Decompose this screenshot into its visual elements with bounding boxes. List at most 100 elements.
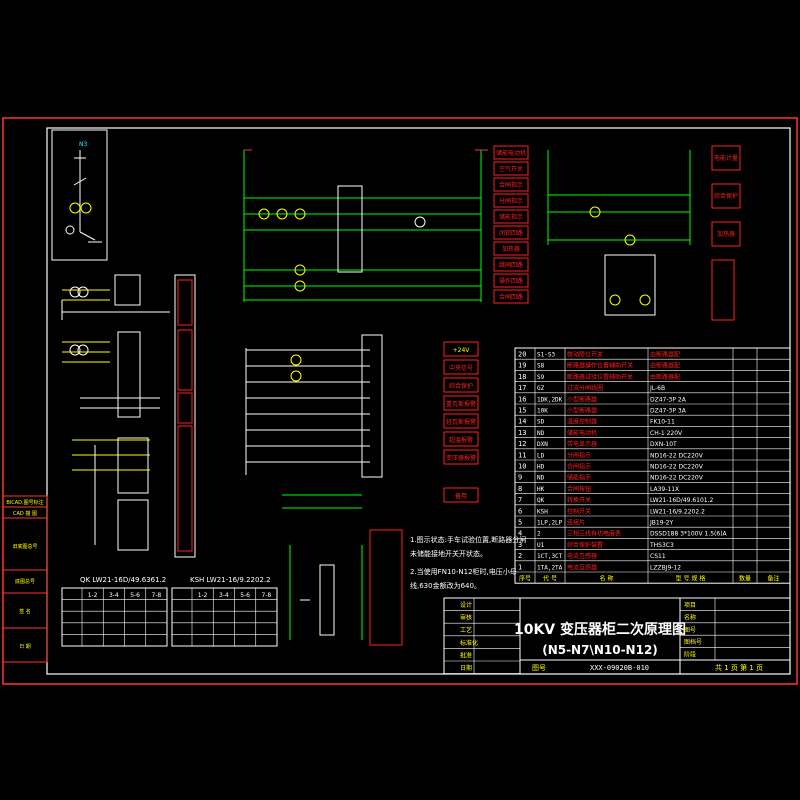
strip-label-0: BICAD,图号标注	[6, 499, 43, 506]
bom-name: 控制开关	[567, 507, 591, 515]
switch-table-col-header: 7-8	[151, 592, 161, 599]
mid-label-box	[443, 359, 479, 375]
switch-tables: QK LW21-16D/49.6361.2 KSH LW21-16/9.2202…	[61, 576, 278, 647]
bom-code: U1	[537, 542, 545, 549]
right-label-box	[493, 241, 529, 256]
primary-circuit: N3	[51, 129, 108, 261]
bom-name: 过流分闸线圈	[567, 384, 603, 392]
bom-header: 备注	[767, 575, 779, 583]
bom-seq: 1	[518, 563, 522, 571]
title-field-label: 日期	[460, 664, 472, 672]
right-label-box	[493, 273, 529, 288]
bom-code: 1LP,2LP	[537, 520, 563, 527]
right-label-text: 空气开关	[499, 165, 523, 173]
bom-name: 温度控制器	[567, 418, 597, 426]
right-label-text: 合闸回路	[499, 293, 523, 301]
bom-name: 储能电动机	[567, 429, 597, 437]
bom-code: DXN	[537, 441, 548, 448]
bom-name: 分闸指示	[567, 451, 591, 459]
note-2: 2.当使用FN10-N12柜时,电压小母	[410, 567, 517, 576]
bom-name: 电流互感器	[567, 552, 597, 560]
strip-label-4: 签 名	[19, 608, 31, 615]
bom-name: 断路器操作位置辅助开关	[567, 362, 633, 370]
bom-spec: THS3C3	[649, 542, 674, 549]
bom-spec: JB19-2Y	[649, 520, 674, 527]
bom-name: 转换开关	[567, 496, 591, 504]
mid-label-text: 轻瓦斯报警	[446, 418, 476, 426]
bom-name: 小型断路器	[567, 407, 597, 415]
bom-code: QK	[537, 497, 545, 504]
right-label-box	[493, 257, 529, 272]
switch-table-col-header: 1-2	[198, 592, 208, 599]
notes: 1.图示状态:手车试验位置,断路器分闸 未储能接地开关开状态。 2.当使用FN1…	[410, 535, 526, 590]
note-2b: 线,630金额改为640。	[410, 581, 481, 590]
title-right-label: 图号	[684, 627, 696, 634]
bom-spec: DXN-10T	[650, 441, 677, 448]
right-label-text: 分闸指示	[499, 197, 523, 205]
bom-spec: ND16-22 DC220V	[650, 464, 704, 471]
bom-code: SD	[537, 419, 545, 426]
bom-code: KSH	[537, 508, 548, 515]
mid-label-box	[443, 431, 479, 447]
title-field-label: 审核	[460, 614, 472, 622]
bom-name: 电流互感器	[567, 563, 597, 571]
bom-spec: LA39-11X	[650, 486, 679, 493]
right-label-text: 储能电动机	[496, 149, 526, 157]
bom-code: ND	[537, 430, 545, 437]
bom-name: 三相三线有功电度表	[567, 530, 621, 538]
mid-label-box	[443, 487, 479, 503]
bom-spec: 由断路器配	[650, 351, 680, 359]
bom-code: 2	[537, 531, 541, 538]
right-label2-box	[711, 183, 741, 209]
bom-spec: CS11	[650, 553, 666, 560]
mid-label-text: 重瓦斯报警	[446, 400, 476, 408]
bom-name: 综合保护装置	[567, 541, 603, 549]
mid-label-text: 中央信号	[449, 364, 473, 372]
right-label-box	[493, 289, 529, 304]
bom-name: 储能指示	[567, 474, 591, 482]
switch-table-col-header: 3-4	[109, 592, 119, 599]
bom-spec: CH-1 220V	[650, 430, 683, 437]
bom-name: 合闸指示	[567, 463, 591, 471]
bom-seq: 8	[518, 485, 522, 493]
mid-label-text: 变压器报警	[446, 454, 476, 462]
bom-spec: DZ47-3P 2A	[650, 396, 687, 403]
mid-label-box	[443, 377, 479, 393]
bom-name: 带电显示器	[567, 440, 597, 448]
right-label2-text: 综合保护	[714, 192, 738, 200]
title-right-label: 阶段	[684, 651, 696, 659]
bom-seq: 15	[518, 407, 526, 415]
bom-code: 1CT,3CT	[537, 553, 563, 560]
right-top-labels: 储能电动机空气开关合闸指示分闸指示储能指示闭锁回路加热器跳闸回路操作回路合闸回路…	[493, 145, 741, 304]
ct-circuits	[61, 274, 170, 551]
heater-circuit	[289, 529, 403, 646]
title-field-label: 设计	[460, 601, 472, 609]
bom-seq: 19	[518, 362, 526, 370]
bom-spec: FK10-11	[650, 419, 675, 426]
right-label2-box	[711, 145, 741, 171]
bom-spec: DZ47-3P 3A	[650, 408, 687, 415]
mid-label-box	[443, 395, 479, 411]
bom-seq: 16	[518, 395, 526, 403]
bom-code: ND	[537, 475, 545, 482]
bom-spec: JL-6B	[649, 385, 665, 392]
signal-circuit	[245, 334, 383, 509]
right-label-text: 储能指示	[499, 213, 523, 221]
bom-code: 1TA,2TA	[537, 564, 563, 571]
bom-seq: 5	[518, 519, 522, 527]
bom-spec: LZZBJ9-12	[650, 564, 681, 571]
right-label2-text: 电能计量	[714, 154, 738, 162]
bom-spec: LW21-16/9.2202.2	[650, 508, 705, 515]
qk-title: QK LW21-16D/49.6361.2	[80, 576, 166, 584]
bom-code: LD	[537, 452, 545, 459]
switch-table-col-header: 7-8	[261, 592, 271, 599]
drawing-number: XXX-09020B-010	[590, 664, 649, 672]
bom-header: 数量	[739, 575, 751, 583]
motor-circuit	[547, 150, 735, 321]
title-right-label: 图档号	[684, 638, 702, 646]
bom-header: 代 号	[543, 575, 557, 583]
mid-label-box	[443, 341, 479, 357]
title-field-label: 批准	[460, 651, 472, 659]
